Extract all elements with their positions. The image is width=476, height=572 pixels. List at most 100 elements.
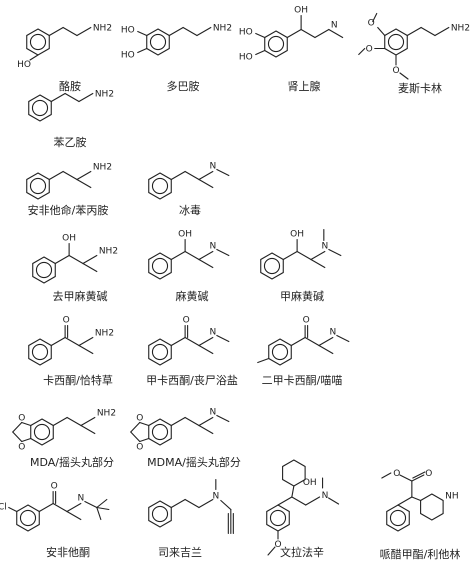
compound-name: MDA/摇头丸部分 xyxy=(30,455,114,469)
atom-label: N xyxy=(322,491,329,501)
compound-name: 文拉法辛 xyxy=(280,545,324,559)
atom-label: NH2 xyxy=(95,90,114,100)
aromatic-circle xyxy=(271,343,289,361)
aromatic-circle xyxy=(149,33,167,51)
compound-dopamine: HO HO NH2 多巴胺 xyxy=(121,24,232,94)
atom-label: O xyxy=(63,316,70,326)
compound-methcathinone: O N 甲卡西酮/丧尸浴盐 xyxy=(146,316,238,388)
compound-mephedrone: O N 二甲卡西酮/喵喵 xyxy=(257,316,350,387)
atom-label: NH2 xyxy=(97,409,116,419)
atom-label: O xyxy=(393,469,400,479)
compound-selegiline: N 司来吉兰 xyxy=(148,478,234,559)
atom-label: N xyxy=(331,21,338,31)
aromatic-circle xyxy=(151,343,169,361)
compound-name: 甲麻黄碱 xyxy=(280,289,324,303)
aromatic-circle xyxy=(151,257,169,275)
atom-label: NH2 xyxy=(95,329,114,339)
saturated-ring xyxy=(420,493,444,521)
atom-label: OH xyxy=(62,234,76,244)
compound-mescaline: O O O NH2 麦斯卡林 xyxy=(358,12,470,95)
benzene-ring xyxy=(386,504,410,532)
atom-label: HO xyxy=(121,51,135,61)
compound-name: 麦斯卡林 xyxy=(398,81,442,95)
aromatic-circle xyxy=(151,423,169,441)
atom-label: O xyxy=(303,316,310,326)
atom-label: O xyxy=(392,66,399,76)
compound-name: 去甲麻黄碱 xyxy=(53,289,108,303)
atom-label: N xyxy=(209,162,216,172)
atom-label: NH2 xyxy=(93,163,112,173)
compound-name: 甲卡西酮/丧尸浴盐 xyxy=(146,374,238,387)
compound-name: 麻黄碱 xyxy=(176,289,209,303)
atom-label: N xyxy=(209,408,216,418)
atom-label: O xyxy=(136,443,143,453)
compound-tyramine: HO NH2 酪胺 xyxy=(17,24,112,94)
atom-label: OH xyxy=(294,6,308,16)
aromatic-circle xyxy=(151,177,169,195)
aromatic-circle xyxy=(33,423,51,441)
atom-label: N xyxy=(209,242,216,252)
compound-methylephedrine: OH N 甲麻黄碱 xyxy=(260,228,342,303)
atom-label: OH xyxy=(178,230,192,240)
compound-mdma: O O N MDMA/摇头丸部分 xyxy=(130,408,241,469)
atom-label: NH2 xyxy=(213,24,232,34)
atom-label: N xyxy=(329,328,336,338)
compound-name: 安非他命/苯丙胺 xyxy=(28,203,109,217)
compound-amphetamine: NH2 安非他命/苯丙胺 xyxy=(26,163,112,217)
compound-name: 冰毒 xyxy=(179,204,201,217)
compound-name: 卡西酮/恰特草 xyxy=(43,373,113,387)
aromatic-circle xyxy=(267,35,285,53)
compound-ephedrine: OH N 麻黄碱 xyxy=(148,230,230,303)
atom-label: O xyxy=(18,414,25,424)
atom-label: O xyxy=(368,19,375,29)
aromatic-circle xyxy=(387,33,405,51)
aromatic-circle xyxy=(263,257,281,275)
aromatic-circle xyxy=(31,99,49,117)
compound-name: 肾上腺 xyxy=(288,79,321,93)
atom-label: HO xyxy=(17,60,31,70)
compound-methamphetamine: N 冰毒 xyxy=(148,162,230,217)
aromatic-circle xyxy=(29,33,47,51)
aromatic-circle xyxy=(19,509,37,527)
compound-bupropion: Cl O N 安非他酮 xyxy=(0,482,110,559)
atom-label: NH2 xyxy=(93,24,112,34)
atom-label: Cl xyxy=(0,503,7,513)
atom-label: O xyxy=(366,45,373,55)
atom-label: HO xyxy=(239,53,253,63)
aromatic-circle xyxy=(269,509,287,527)
compound-phenethylamine: NH2 苯乙胺 xyxy=(28,90,114,149)
compound-name: 酪胺 xyxy=(59,79,81,93)
compound-name: MDMA/摇头丸部分 xyxy=(147,455,241,469)
aromatic-circle xyxy=(389,509,407,527)
compound-name: 二甲卡西酮/喵喵 xyxy=(262,374,343,387)
atom-label: NH xyxy=(445,492,459,502)
atom-label: O xyxy=(18,443,25,453)
compound-name: 司来吉兰 xyxy=(158,546,202,559)
compound-name: 多巴胺 xyxy=(167,79,200,93)
aromatic-circle xyxy=(31,343,49,361)
atom-label: O xyxy=(51,482,58,492)
compound-name: 哌醋甲酯/利他林 xyxy=(380,547,461,561)
atom-label: N xyxy=(321,242,328,252)
atom-label: NH2 xyxy=(451,24,470,34)
atom-label: OH xyxy=(290,230,304,240)
atom-label: N xyxy=(212,492,219,502)
atom-label: NH2 xyxy=(99,247,118,257)
atom-label: O xyxy=(183,316,190,326)
atom-label: N xyxy=(77,494,84,504)
compound-cathinone: O NH2 卡西酮/恰特草 xyxy=(28,316,114,387)
compound-name: 安非他酮 xyxy=(46,545,90,559)
compound-norephedrine: OH NH2 去甲麻黄碱 xyxy=(32,234,118,303)
atom-label: O xyxy=(136,414,143,424)
atom-label: OH xyxy=(303,478,317,488)
aromatic-circle xyxy=(35,261,53,279)
atom-label: N xyxy=(209,328,216,338)
compound-name: 苯乙胺 xyxy=(54,135,87,149)
atom-label: HO xyxy=(121,26,135,36)
aromatic-circle xyxy=(151,505,169,523)
